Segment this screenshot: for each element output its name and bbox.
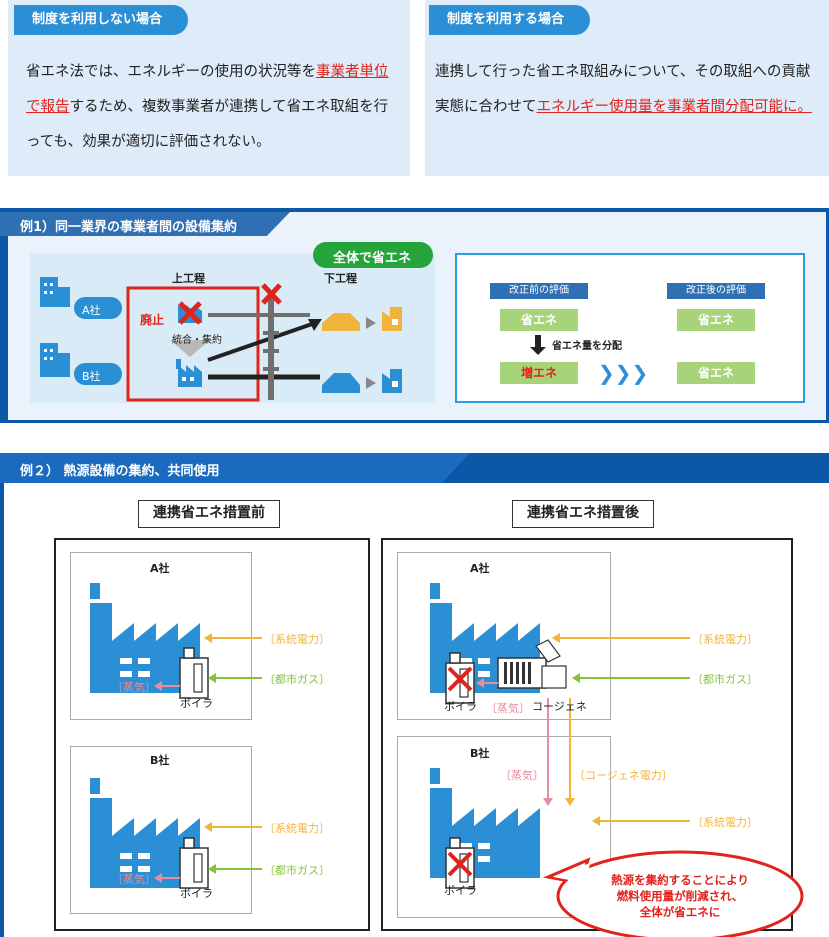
before-a-city-gas: 〔都市ガス〕 bbox=[264, 673, 330, 686]
eval-before-label: 改正前の評価 bbox=[490, 283, 588, 299]
after-a-city-gas: 〔都市ガス〕 bbox=[692, 673, 758, 686]
arrow-a-icon bbox=[366, 317, 376, 329]
example2-left-rule bbox=[0, 483, 4, 937]
factory-down-b-icon bbox=[382, 369, 402, 393]
eval-after-saving-top: 省エネ bbox=[677, 309, 755, 331]
card-text-with-a: 連携して行った省エネ取組みについて、その取組への貢献実態に合わせて bbox=[435, 64, 811, 115]
process-barrier bbox=[268, 295, 274, 400]
chevron-arrows-icon: ❯❯❯ bbox=[598, 361, 649, 385]
distribute-arrowhead bbox=[530, 347, 546, 355]
before-company-a-box bbox=[70, 552, 252, 720]
after-title: 連携省エネ措置後 bbox=[527, 505, 639, 521]
card-text-without-b: するため、複数事業者が連携して省エネ取組を行っても、効果が適切に評価されない。 bbox=[26, 99, 389, 150]
after-company-b-box bbox=[397, 736, 611, 918]
after-b-boiler-label: ボイラ bbox=[444, 884, 477, 897]
company-b-label: B社 bbox=[82, 370, 101, 383]
after-company-a-label: A社 bbox=[470, 562, 490, 575]
before-b-city-gas: 〔都市ガス〕 bbox=[264, 864, 330, 877]
merge-down-arrow bbox=[170, 340, 210, 357]
callout-text: 熱源を集約することにより 燃料使用量が削減され、 全体が省エネに bbox=[580, 872, 780, 920]
example1-title: 例1）同一業界の事業者間の設備集約 bbox=[20, 220, 238, 235]
before-company-a-label: A社 bbox=[150, 562, 170, 575]
factory-b-icon bbox=[176, 359, 202, 387]
callout-line-3: 全体が省エネに bbox=[639, 905, 721, 919]
downstream-label: 下工程 bbox=[324, 272, 357, 285]
cogen-icon bbox=[497, 639, 567, 689]
warehouse-a-icon bbox=[322, 313, 360, 331]
example1-header-bar bbox=[0, 208, 829, 212]
overall-saving-banner bbox=[313, 242, 433, 268]
before-a-boiler-label: ボイラ bbox=[180, 697, 213, 710]
card-without-system: 制度を利用しない場合 省エネ法では、エネルギーの使用の状況等を事業者単位で報告す… bbox=[8, 0, 410, 176]
after-b-grid-power: 〔系統電力〕 bbox=[692, 816, 758, 829]
before-company-b-label: B社 bbox=[150, 754, 170, 767]
cogen-power-transfer: 〔コージェネ電力〕 bbox=[574, 769, 673, 782]
card-text-without-a: 省エネ法では、エネルギーの使用の状況等を bbox=[26, 64, 316, 80]
card-text-with: 連携して行った省エネ取組みについて、その取組への貢献実態に合わせてエネルギー使用… bbox=[435, 55, 820, 125]
distribute-label: 省エネ量を分配 bbox=[552, 341, 622, 352]
distribute-down-arrow bbox=[535, 335, 541, 349]
warehouse-b-icon bbox=[322, 373, 360, 393]
before-b-boiler-label: ボイラ bbox=[180, 887, 213, 900]
company-b-pill bbox=[74, 363, 122, 385]
building-a-icon bbox=[40, 277, 70, 307]
before-title-box: 連携省エネ措置前 bbox=[138, 500, 280, 528]
merge-label: 統合・集約 bbox=[172, 335, 222, 346]
eval-after-saving-bottom: 省エネ bbox=[677, 362, 755, 384]
card-with-system: 制度を利用する場合 連携して行った省エネ取組みについて、その取組への貢献実態に合… bbox=[425, 0, 829, 176]
before-b-steam: 〔蒸気〕 bbox=[112, 873, 156, 886]
before-a-steam: 〔蒸気〕 bbox=[112, 681, 156, 694]
eval-before-increase: 増エネ bbox=[500, 362, 578, 384]
abolish-label: 廃止 bbox=[140, 313, 165, 327]
eval-before-saving: 省エネ bbox=[500, 309, 578, 331]
before-a-grid-power: 〔系統電力〕 bbox=[264, 633, 330, 646]
upstream-label: 上工程 bbox=[172, 272, 205, 285]
example2-header-tab bbox=[0, 453, 470, 483]
callout-line-2: 燃料使用量が削減され、 bbox=[616, 889, 744, 903]
after-a-boiler-label: ボイラ bbox=[444, 700, 477, 713]
arrow-b-icon bbox=[366, 377, 376, 389]
example1-title-tab bbox=[0, 212, 290, 236]
after-steam-transfer: 〔蒸気〕 bbox=[500, 769, 544, 782]
company-a-label: A社 bbox=[82, 304, 101, 317]
before-a-boiler-icon bbox=[179, 647, 209, 699]
example2-diagram bbox=[90, 583, 804, 937]
card-pill-without: 制度を利用しない場合 bbox=[14, 5, 189, 35]
callout-line-1: 熱源を集約することにより bbox=[611, 873, 749, 887]
card-text-without-red: 事業者単位で報告 bbox=[26, 64, 389, 115]
building-b-icon bbox=[40, 343, 70, 377]
before-b-grid-power: 〔系統電力〕 bbox=[264, 822, 330, 835]
before-title: 連携省エネ措置前 bbox=[153, 505, 265, 521]
after-a-grid-power: 〔系統電力〕 bbox=[692, 633, 758, 646]
eval-after-label: 改正後の評価 bbox=[667, 283, 765, 299]
card-text-with-red: エネルギー使用量を事業者間分配可能に。 bbox=[536, 99, 813, 115]
before-company-b-box bbox=[70, 746, 252, 914]
before-b-boiler-icon bbox=[179, 837, 209, 889]
after-company-b-label: B社 bbox=[470, 747, 490, 760]
example2-title: 例２） 熱源設備の集約、共同使用 bbox=[20, 464, 220, 479]
overall-saving-label: 全体で省エネ bbox=[333, 251, 412, 266]
after-a-steam: 〔蒸気〕 bbox=[486, 702, 530, 715]
factory-down-a-icon bbox=[382, 307, 402, 331]
factory-a-abolished-icon bbox=[178, 301, 202, 325]
before-panel bbox=[54, 538, 370, 931]
card-text-without: 省エネ法では、エネルギーの使用の状況等を事業者単位で報告するため、複数事業者が連… bbox=[26, 55, 401, 160]
example1-diagram bbox=[40, 242, 433, 402]
company-a-pill bbox=[74, 297, 122, 319]
callout-bubble bbox=[542, 850, 804, 937]
after-company-a-box bbox=[397, 552, 611, 720]
after-panel bbox=[381, 538, 793, 931]
after-title-box: 連携省エネ措置後 bbox=[512, 500, 654, 528]
card-pill-with: 制度を利用する場合 bbox=[429, 5, 591, 35]
cogen-label: コージェネ bbox=[532, 700, 587, 713]
cut-link-x-icon bbox=[261, 283, 282, 305]
